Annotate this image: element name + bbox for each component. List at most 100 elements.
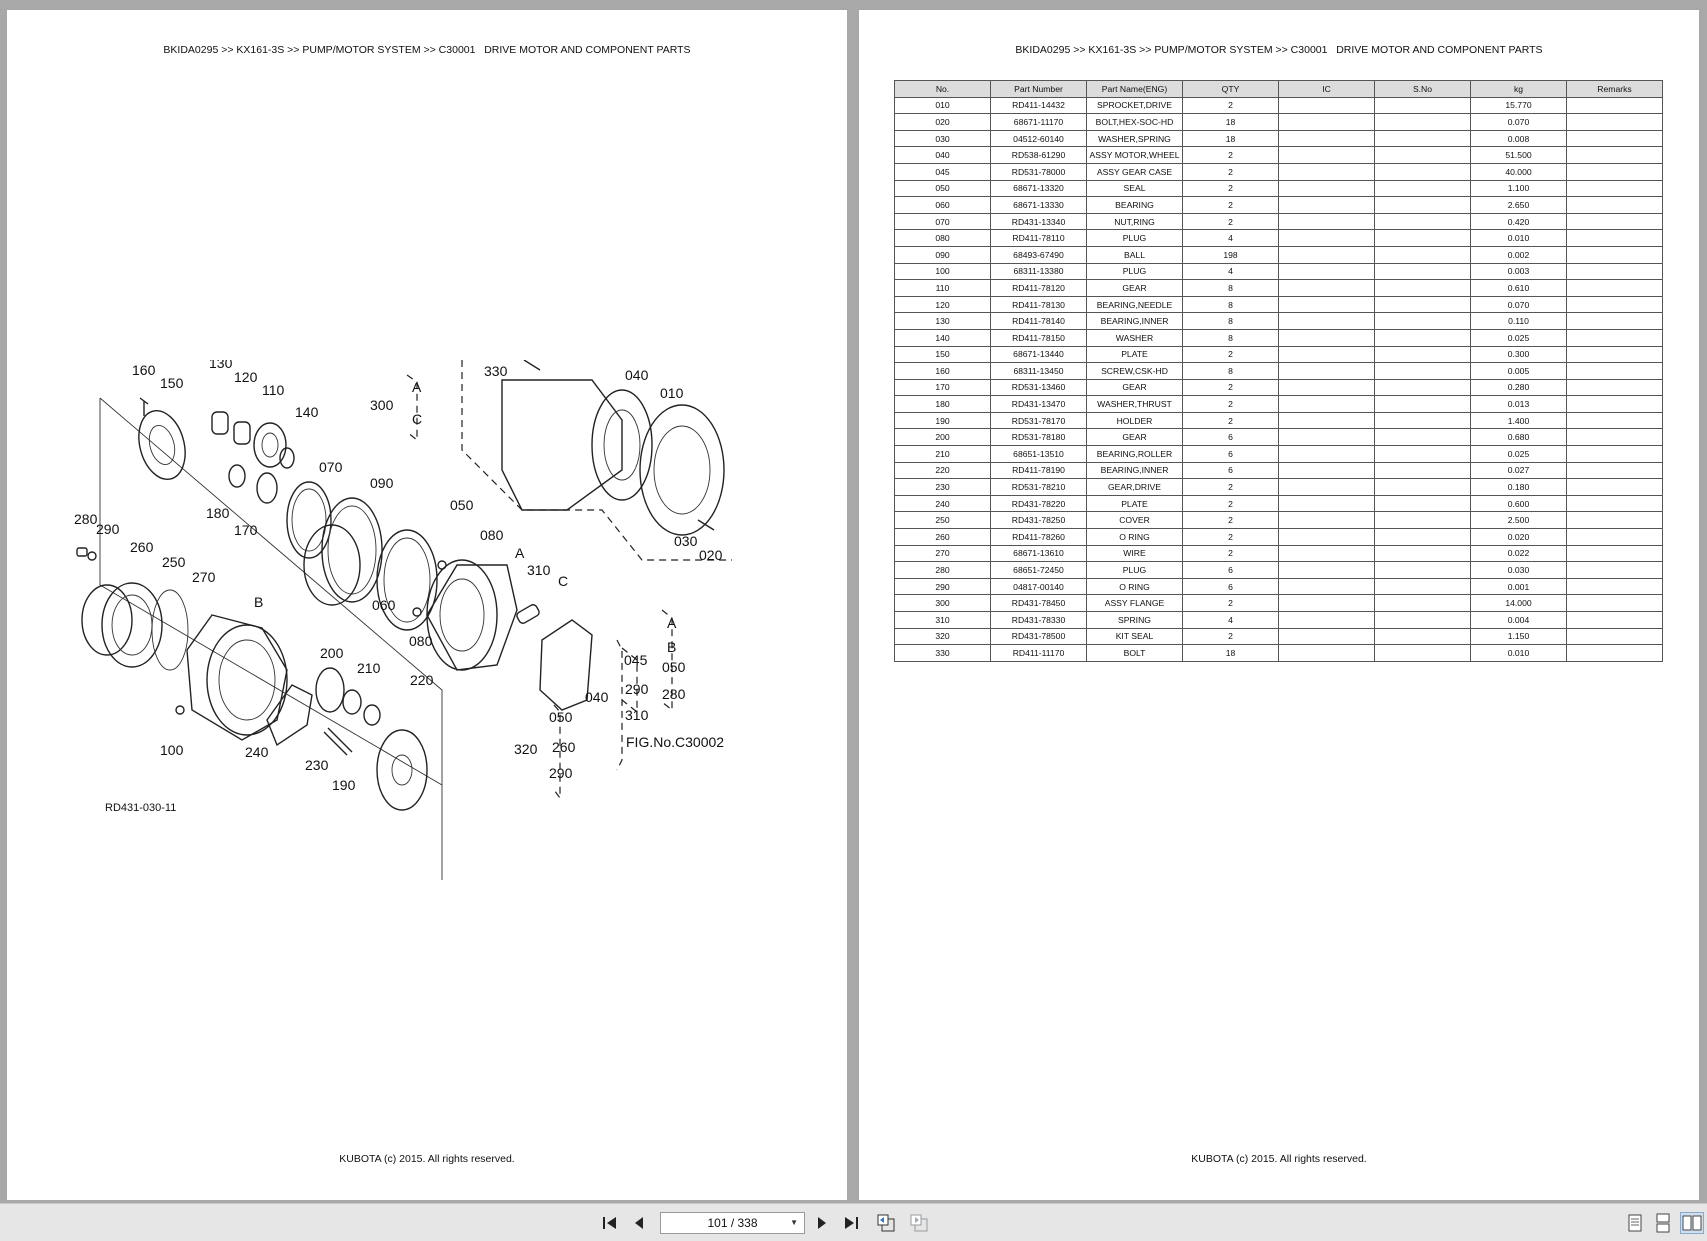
table-cell [1278,262,1375,281]
table-cell [1566,96,1663,115]
table-cell: 180 [894,395,991,413]
table-cell: 0.003 [1470,262,1567,281]
o-ring-260-shape [81,584,133,656]
go-forward-view-icon[interactable] [906,1212,932,1234]
table-cell: 0.008 [1470,129,1567,148]
callout-020: 020 [699,547,723,563]
table-cell: 2 [1182,544,1279,563]
table-cell: 2 [1182,511,1279,530]
gear-case-shape [426,559,498,671]
callout-250: 250 [162,554,186,570]
gear-200-shape [315,667,345,713]
callout-B-right: B [667,639,676,655]
callout-110: 110 [262,382,285,398]
motor-040-shape [539,619,593,711]
table-cell: WASHER,THRUST [1086,395,1183,413]
column-header: Part Number [990,80,1087,98]
table-cell [1374,577,1471,596]
ball-race-090-shape [321,497,383,603]
continuous-view-icon[interactable] [1652,1212,1674,1234]
table-cell [1278,478,1375,496]
table-cell: RD411-78260 [990,528,1087,546]
table-cell: 170 [894,378,991,397]
table-cell: 2 [1182,378,1279,397]
table-cell [1374,478,1471,496]
first-page-icon[interactable] [598,1212,622,1234]
callout-290-bottom: 290 [549,765,573,781]
gear-case-body [426,564,518,671]
callout-260-chain: 260 [552,739,576,755]
table-cell: 2 [1182,594,1279,612]
table-cell: 080 [894,229,991,247]
table-cell [1278,411,1375,430]
table-cell: BOLT [1086,644,1183,662]
table-cell: SCREW,CSK-HD [1086,362,1183,380]
table-cell: 18 [1182,113,1279,131]
seal-050-shape [376,529,438,631]
table-cell: 4 [1182,611,1279,629]
last-page-icon[interactable] [839,1212,863,1234]
callout-140: 140 [295,404,319,420]
cover-250-shape [101,582,163,668]
table-cell: BEARING [1086,196,1183,214]
table-cell: 198 [1182,245,1279,264]
table-cell [1278,445,1375,463]
left-page: BKIDA0295 >> KX161-3S >> PUMP/MOTOR SYST… [7,10,847,1200]
table-cell: 51.500 [1470,146,1567,164]
table-cell [1374,362,1471,380]
table-cell: GEAR [1086,279,1183,297]
page-number-field[interactable]: 101 / 338 ▼ [660,1212,805,1234]
table-cell [1566,328,1663,347]
table-cell: 2 [1182,162,1279,181]
table-cell: 130 [894,312,991,330]
flange-300-shape [501,379,623,511]
table-cell [1566,295,1663,314]
table-cell [1278,362,1375,380]
table-cell: BEARING,ROLLER [1086,445,1183,463]
callout-C-top: C [412,411,422,427]
table-cell: 030 [894,129,991,148]
table-cell: WASHER,SPRING [1086,129,1183,148]
previous-page-icon[interactable] [627,1212,651,1234]
callout-180: 180 [206,505,230,521]
plug-280-shape [76,547,88,557]
table-cell [1278,395,1375,413]
table-cell [1374,162,1471,181]
page-header-right: BKIDA0295 >> KX161-3S >> PUMP/MOTOR SYST… [1015,44,1543,56]
table-cell: RD431-78450 [990,594,1087,612]
go-back-view-icon[interactable] [873,1212,899,1234]
table-cell: 6 [1182,461,1279,480]
facing-pages-view-icon[interactable] [1680,1212,1704,1234]
table-cell: 070 [894,212,991,231]
bearing-220-shape [363,704,381,726]
table-cell [1278,162,1375,181]
table-cell: 2 [1182,395,1279,413]
bracket-300 [406,374,418,442]
callout-040: 040 [625,367,649,383]
table-cell: 0.680 [1470,428,1567,447]
table-cell: 150 [894,345,991,364]
table-cell: RD411-78140 [990,312,1087,330]
table-cell [1566,445,1663,463]
table-cell: 0.070 [1470,295,1567,314]
table-cell [1374,627,1471,646]
table-cell: BEARING,INNER [1086,312,1183,330]
table-cell: 40.000 [1470,162,1567,181]
next-page-icon[interactable] [810,1212,834,1234]
chevron-down-icon[interactable]: ▼ [790,1218,798,1227]
table-cell: 110 [894,279,991,297]
seal-050-inner [383,537,431,623]
callout-010: 010 [660,385,684,401]
table-cell: GEAR [1086,428,1183,447]
callout-280-right: 280 [662,686,686,702]
single-page-view-icon[interactable] [1624,1212,1646,1234]
callout-290-chain: 290 [625,681,649,697]
